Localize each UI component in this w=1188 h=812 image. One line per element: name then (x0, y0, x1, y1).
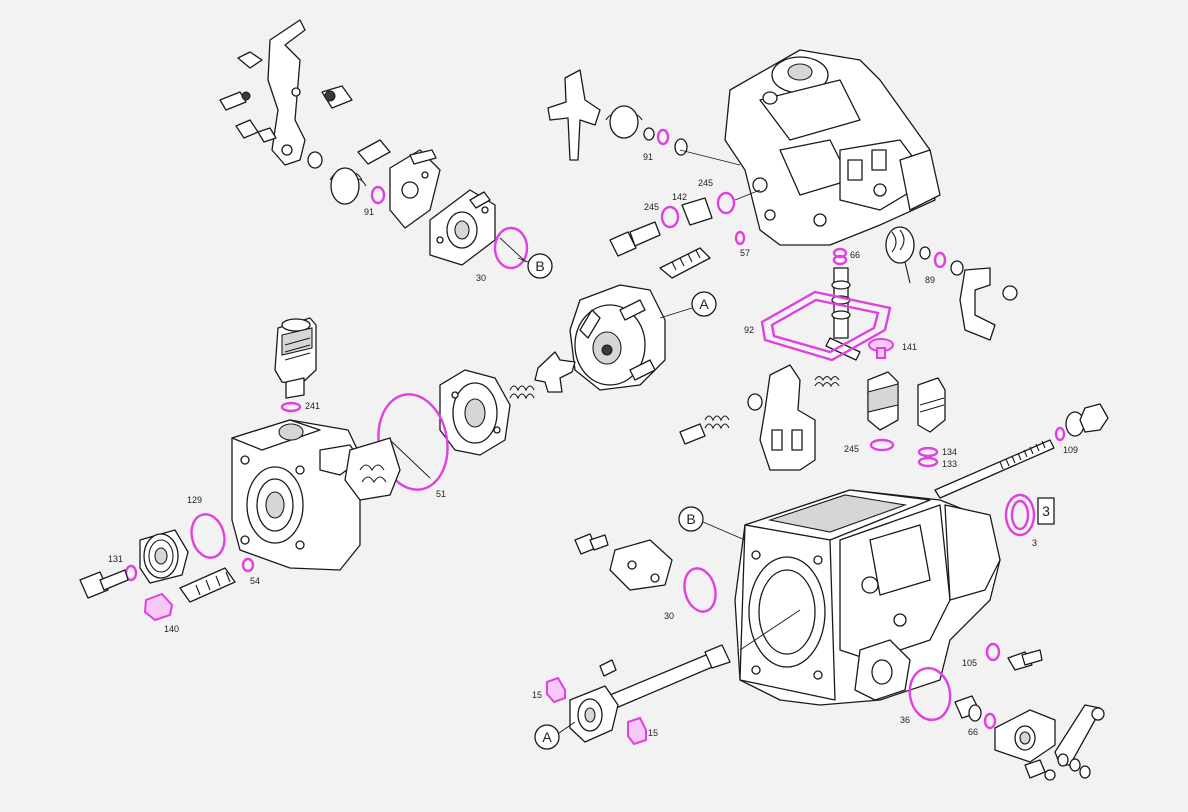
label-57: 57 (740, 248, 750, 258)
boxed-label-frame (1037, 497, 1055, 525)
label-30-top: 30 (476, 273, 486, 283)
label-92: 92 (744, 325, 754, 335)
label-245-c: 245 (844, 444, 859, 454)
lever-assembly-top-left (219, 19, 529, 270)
marker-b-housing: B (686, 511, 695, 527)
cam-ring-assembly (377, 284, 666, 491)
label-66: 66 (850, 250, 860, 260)
reference-markers: B A B A 3 (517, 253, 1055, 750)
timing-valve-parts (679, 338, 1109, 537)
marker-b-top: B (535, 258, 544, 274)
label-109: 109 (1063, 445, 1078, 455)
label-141: 141 (902, 342, 917, 352)
label-54: 54 (250, 576, 260, 586)
label-142: 142 (672, 192, 687, 202)
part-number-labels: 91 30 91 245 142 245 57 66 89 92 141 241… (108, 152, 1078, 738)
marker-circle-b-top (527, 253, 553, 279)
label-89: 89 (925, 275, 935, 285)
label-66-b: 66 (968, 727, 978, 737)
label-131: 131 (108, 554, 123, 564)
boxed-label-3: 3 (1042, 503, 1050, 519)
label-36: 36 (900, 715, 910, 725)
pump-housing (546, 489, 1105, 781)
label-91-right: 91 (643, 152, 653, 162)
label-245-a: 245 (644, 202, 659, 212)
label-15-right: 15 (648, 728, 658, 738)
label-134: 134 (942, 447, 957, 457)
governor-cover-assembly (547, 49, 1018, 362)
label-30-mid: 30 (664, 611, 674, 621)
label-51: 51 (436, 489, 446, 499)
label-3: 3 (1032, 538, 1037, 548)
label-105: 105 (962, 658, 977, 668)
label-245-b: 245 (698, 178, 713, 188)
marker-circle-a-shaft (534, 724, 560, 750)
label-91-top: 91 (364, 207, 374, 217)
marker-circle-b-housing (678, 506, 704, 532)
marker-a-shaft: A (542, 729, 552, 745)
label-133: 133 (942, 459, 957, 469)
label-140: 140 (164, 624, 179, 634)
marker-circle-a-top (691, 291, 717, 317)
distributor-head-assembly (79, 317, 401, 622)
marker-a-top: A (699, 296, 709, 312)
label-241: 241 (305, 401, 320, 411)
label-15-left: 15 (532, 690, 542, 700)
label-129: 129 (187, 495, 202, 505)
